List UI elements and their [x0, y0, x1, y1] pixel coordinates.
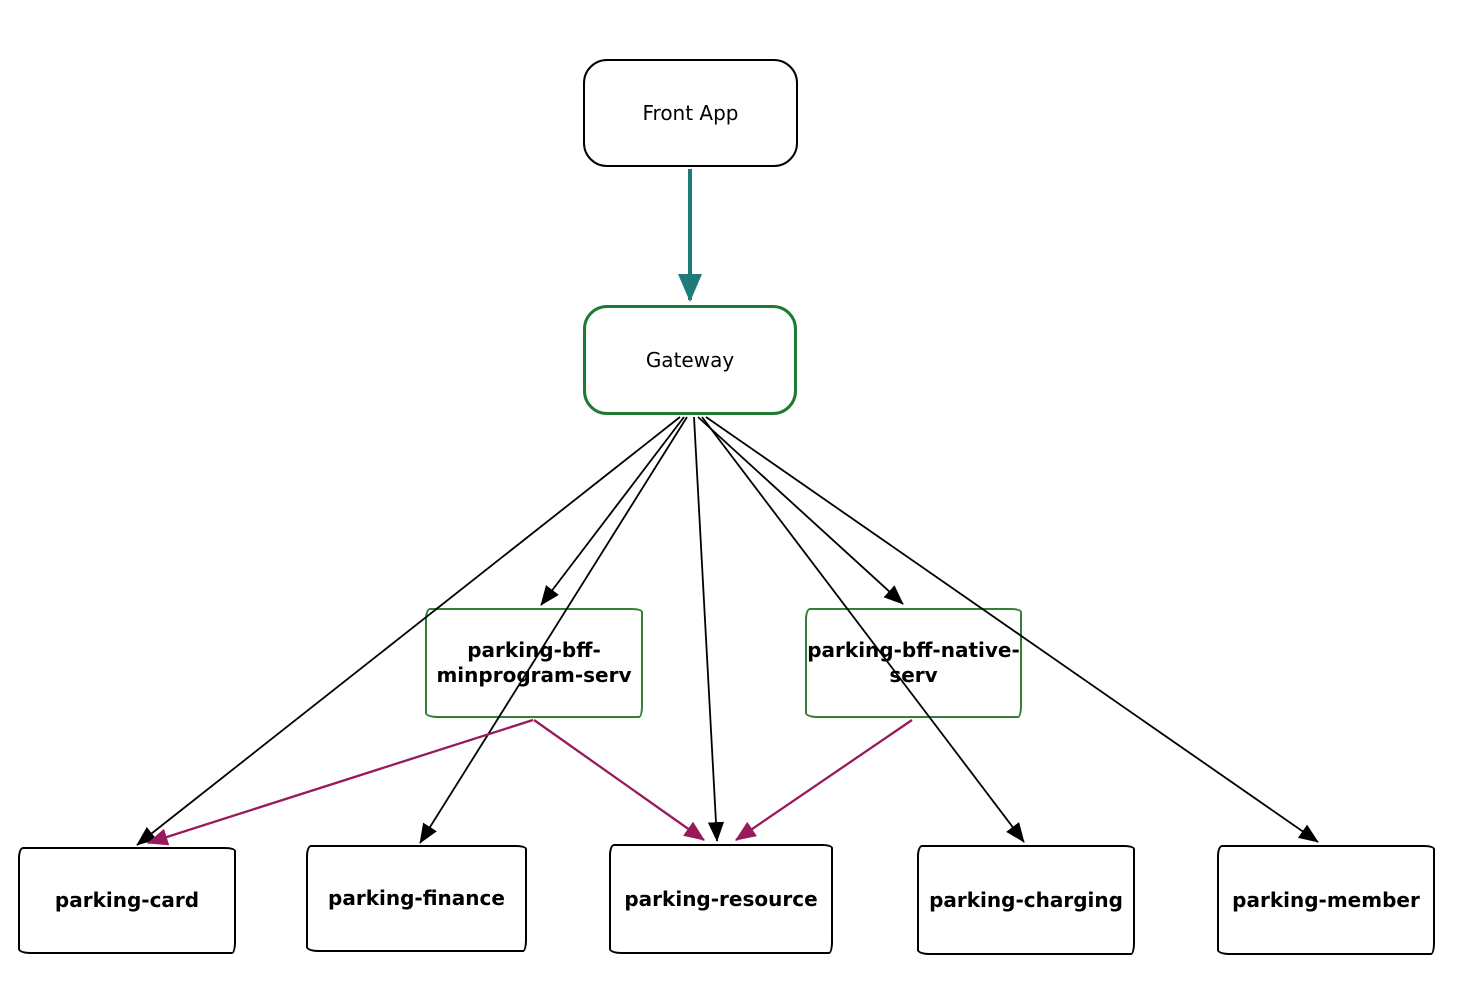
- node-gateway-label: Gateway: [645, 347, 735, 372]
- node-parking-member: parking-member: [1217, 845, 1435, 955]
- node-parking-bff-native-serv-label-line2: serv: [889, 663, 938, 687]
- node-parking-finance: parking-finance: [306, 845, 527, 952]
- node-parking-bff-minprogram-serv-label-line2: minprogram-serv: [436, 663, 632, 687]
- node-parking-bff-native-serv: parking-bff-native- serv: [805, 608, 1022, 718]
- node-gateway: Gateway: [583, 305, 797, 415]
- node-parking-card: parking-card: [18, 847, 236, 954]
- node-parking-charging: parking-charging: [917, 845, 1135, 955]
- node-parking-bff-native-serv-label-line1: parking-bff-native-: [807, 638, 1020, 662]
- node-parking-resource: parking-resource: [609, 844, 833, 954]
- node-parking-bff-minprogram-serv-label-line1: parking-bff-: [467, 638, 601, 662]
- node-parking-finance-label: parking-finance: [328, 886, 505, 910]
- node-parking-card-label: parking-card: [54, 888, 200, 912]
- edge-gateway-to-parking-bff-native-serv: [697, 416, 904, 605]
- node-parking-charging-label: parking-charging: [929, 887, 1123, 912]
- node-parking-resource-label: parking-resource: [624, 886, 818, 911]
- edge-parking-bff-native-serv-to-parking-resource: [735, 719, 913, 841]
- edge-parking-bff-minprogram-serv-to-parking-resource: [533, 719, 705, 841]
- edge-gateway-to-parking-resource: [693, 416, 725, 842]
- node-front-app-label: Front App: [642, 100, 739, 125]
- edge-parking-bff-minprogram-serv-to-parking-card: [146, 718, 534, 846]
- node-parking-member-label: parking-member: [1232, 887, 1420, 912]
- node-parking-bff-minprogram-serv: parking-bff- minprogram-serv: [425, 608, 643, 718]
- node-front-app: Front App: [583, 59, 798, 167]
- edge-gateway-to-parking-bff-minprogram-serv: [540, 416, 685, 606]
